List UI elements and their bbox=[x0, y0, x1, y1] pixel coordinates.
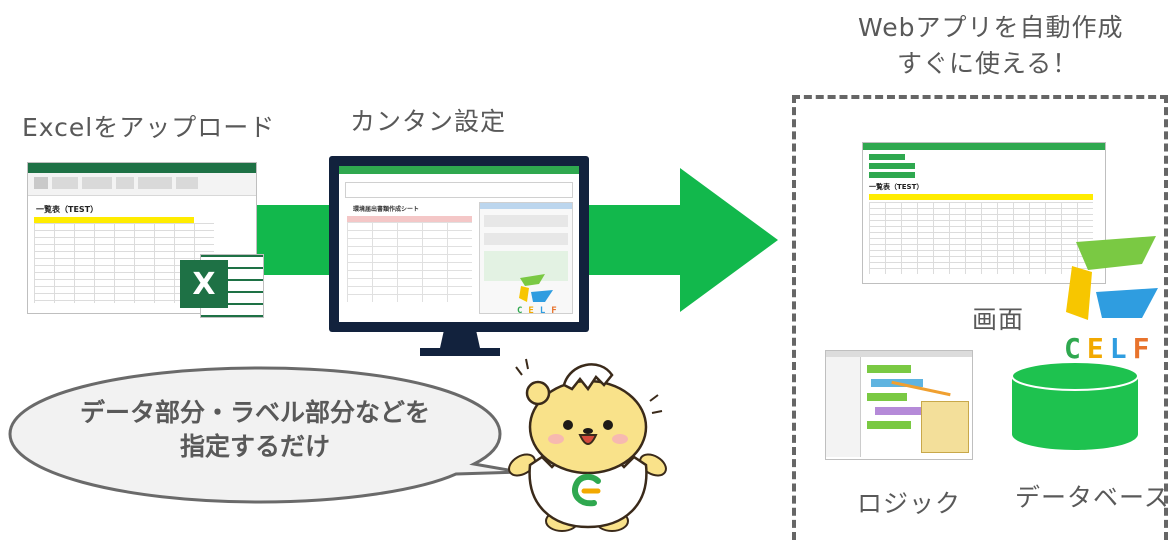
database-icon bbox=[1011, 361, 1139, 450]
webapp-screen: 一覧表（TEST） bbox=[862, 142, 1106, 284]
monitor-celf-mark bbox=[519, 274, 553, 302]
excel-sheet-title: 一覧表（TEST） bbox=[36, 205, 99, 214]
easy-setup-label: カンタン設定 bbox=[350, 107, 507, 136]
auto-create-line2: すぐに使える！ bbox=[897, 49, 1079, 78]
celf-logo-text: CELF bbox=[1064, 332, 1156, 365]
excel-logo: X bbox=[180, 250, 264, 320]
monitor-form-title: 環境届出書類作成シート bbox=[353, 206, 420, 213]
celf-logo-mark bbox=[1066, 236, 1158, 320]
excel-logo-tile: X bbox=[180, 260, 228, 308]
monitor-screen: 環境届出書類作成シート CELF bbox=[339, 166, 579, 322]
speech-text: データ部分・ラベル部分などを 指定するだけ bbox=[40, 396, 470, 464]
logic-label: ロジック bbox=[857, 489, 962, 518]
screen-label: 画面 bbox=[972, 305, 1025, 334]
database-label: データベース bbox=[1015, 483, 1170, 512]
excel-toolbar bbox=[28, 173, 256, 196]
monitor-stand bbox=[420, 330, 500, 356]
mascot bbox=[508, 358, 667, 532]
speech-line-1: データ部分・ラベル部分などを bbox=[79, 398, 430, 427]
excel-ribbon bbox=[28, 163, 256, 173]
speech-bubble bbox=[8, 366, 520, 504]
speech-line-2: 指定するだけ bbox=[179, 432, 330, 461]
webapp-frame bbox=[792, 95, 1168, 540]
excel-upload-label: Excelをアップロード bbox=[22, 113, 276, 142]
logic-screen bbox=[825, 350, 973, 460]
excel-letter-x: X bbox=[192, 266, 216, 302]
excel-header-row bbox=[34, 217, 194, 223]
auto-create-line1: Webアプリを自動作成 bbox=[858, 13, 1124, 42]
webapp-list-title: 一覧表（TEST） bbox=[869, 183, 924, 191]
monitor-celf-text: CELF bbox=[517, 306, 563, 316]
